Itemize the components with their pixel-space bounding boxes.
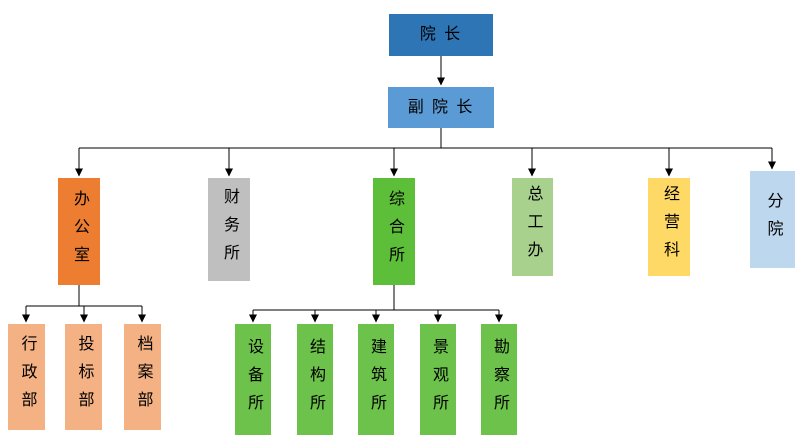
node-finance: 财务所 [208,178,250,281]
node-comprehensive-label: 综合所 [386,189,403,274]
node-archives-dept-label: 档案部 [134,335,152,419]
node-branch-label: 分院 [764,191,782,248]
node-admin-dept: 行政部 [8,324,45,430]
node-architecture: 建筑所 [358,324,394,435]
node-landscape-label: 景观所 [430,337,447,422]
node-structure: 结构所 [297,324,333,435]
node-finance-label: 财务所 [221,187,238,272]
node-office: 办公室 [58,178,100,285]
node-equipment-label: 设备所 [245,337,262,422]
node-architecture-label: 建筑所 [368,337,385,422]
node-survey: 勘察所 [481,324,517,435]
node-comprehensive: 综合所 [373,178,415,285]
node-survey-label: 勘察所 [491,337,508,422]
node-equipment: 设备所 [235,324,271,435]
node-chief-engineer-label: 总工办 [524,185,542,269]
node-president-label: 院 长 [419,26,463,43]
node-vice-president-label: 副 院 长 [407,98,475,116]
node-vice-president: 副 院 长 [388,87,494,128]
node-structure-label: 结构所 [307,337,324,422]
node-bidding-dept-label: 投标部 [75,335,93,419]
node-operations-label: 经营科 [661,185,678,269]
node-bidding-dept: 投标部 [65,324,102,430]
node-landscape: 景观所 [420,324,456,435]
node-president: 院 长 [389,14,493,56]
node-operations: 经营科 [648,178,690,276]
node-chief-engineer: 总工办 [512,178,553,276]
node-admin-dept-label: 行政部 [18,335,36,419]
node-office-label: 办公室 [71,189,88,274]
node-branch: 分院 [750,171,795,268]
node-archives-dept: 档案部 [124,324,161,430]
